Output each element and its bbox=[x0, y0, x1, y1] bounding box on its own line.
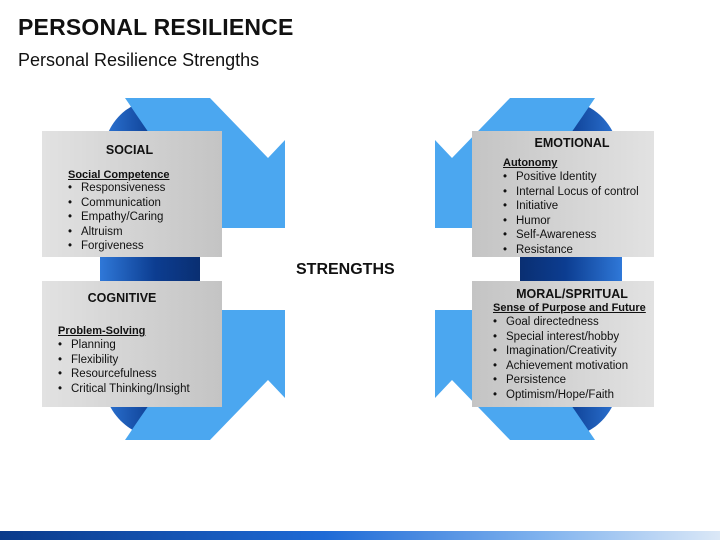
list-item: Responsiveness bbox=[68, 181, 165, 196]
slide-title: PERSONAL RESILIENCE bbox=[18, 14, 294, 40]
panel-emotional: EMOTIONAL Autonomy Positive Identity Int… bbox=[472, 131, 654, 257]
social-list: Responsiveness Communication Empathy/Car… bbox=[68, 181, 165, 254]
social-title: SOCIAL bbox=[105, 143, 154, 157]
panel-social: SOCIAL Social Competence Responsiveness … bbox=[42, 131, 222, 257]
list-item: Planning bbox=[58, 338, 190, 353]
center-label: STRENGTHS bbox=[296, 261, 395, 278]
panel-cognitive: COGNITIVE Problem-Solving Planning Flexi… bbox=[42, 281, 222, 407]
moral-title: MORAL/SPRITUAL bbox=[516, 287, 628, 301]
list-item: Resourcefulness bbox=[58, 367, 190, 382]
cognitive-title: COGNITIVE bbox=[87, 291, 157, 305]
list-item: Persistence bbox=[493, 373, 628, 388]
slide-subtitle: Personal Resilience Strengths bbox=[18, 50, 260, 70]
footer-bar bbox=[0, 531, 720, 540]
cognitive-list: Planning Flexibility Resourcefulness Cri… bbox=[58, 338, 190, 396]
list-item: Achievement motivation bbox=[493, 359, 628, 374]
list-item: Communication bbox=[68, 196, 165, 211]
list-item: Initiative bbox=[503, 199, 639, 214]
list-item: Positive Identity bbox=[503, 170, 639, 185]
list-item: Imagination/Creativity bbox=[493, 344, 628, 359]
list-item: Optimism/Hope/Faith bbox=[493, 388, 628, 403]
cognitive-subtitle: Problem-Solving bbox=[58, 325, 146, 337]
social-subtitle: Social Competence bbox=[68, 169, 170, 181]
list-item: Internal Locus of control bbox=[503, 185, 639, 200]
list-item: Self-Awareness bbox=[503, 228, 639, 243]
emotional-list: Positive Identity Internal Locus of cont… bbox=[503, 170, 639, 257]
list-item: Goal directedness bbox=[493, 315, 628, 330]
list-item: Empathy/Caring bbox=[68, 210, 165, 225]
moral-list: Goal directedness Special interest/hobby… bbox=[493, 315, 628, 402]
list-item: Critical Thinking/Insight bbox=[58, 382, 190, 397]
list-item: Flexibility bbox=[58, 353, 190, 368]
list-item: Forgiveness bbox=[68, 239, 165, 254]
moral-subtitle: Sense of Purpose and Future bbox=[493, 302, 646, 314]
emotional-title: EMOTIONAL bbox=[534, 136, 610, 150]
list-item: Special interest/hobby bbox=[493, 330, 628, 345]
emotional-subtitle: Autonomy bbox=[503, 157, 558, 169]
list-item: Resistance bbox=[503, 243, 639, 258]
list-item: Humor bbox=[503, 214, 639, 229]
panel-moral: MORAL/SPRITUAL Sense of Purpose and Futu… bbox=[472, 281, 654, 407]
list-item: Altruism bbox=[68, 225, 165, 240]
